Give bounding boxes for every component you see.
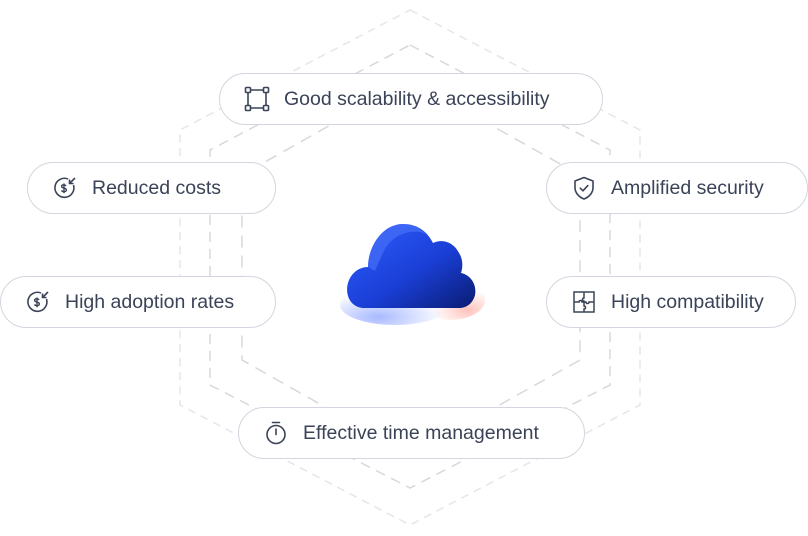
dollar-arrow-icon — [25, 289, 51, 315]
scalability-frame-icon — [244, 86, 270, 112]
cloud-icon — [335, 215, 485, 325]
feature-label: Reduced costs — [92, 176, 221, 199]
feature-label: High adoption rates — [65, 290, 235, 313]
dollar-arrow-icon — [52, 175, 78, 201]
feature-effective-time-management: Effective time management — [238, 407, 585, 459]
feature-reduced-costs: Reduced costs — [27, 162, 276, 214]
feature-high-adoption-rates: High adoption rates — [0, 276, 276, 328]
feature-amplified-security: Amplified security — [546, 162, 808, 214]
middle-hexagon-ring — [209, 44, 611, 489]
feature-label: High compatibility — [611, 290, 764, 313]
feature-scalability: Good scalability & accessibility — [219, 73, 603, 125]
shield-check-icon — [571, 175, 597, 201]
feature-label: Amplified security — [611, 176, 764, 199]
puzzle-icon — [571, 289, 597, 315]
feature-label: Effective time management — [303, 421, 539, 444]
feature-high-compatibility: High compatibility — [546, 276, 796, 328]
stopwatch-icon — [263, 420, 289, 446]
feature-label: Good scalability & accessibility — [284, 87, 550, 110]
outer-hexagon-ring — [179, 9, 641, 526]
